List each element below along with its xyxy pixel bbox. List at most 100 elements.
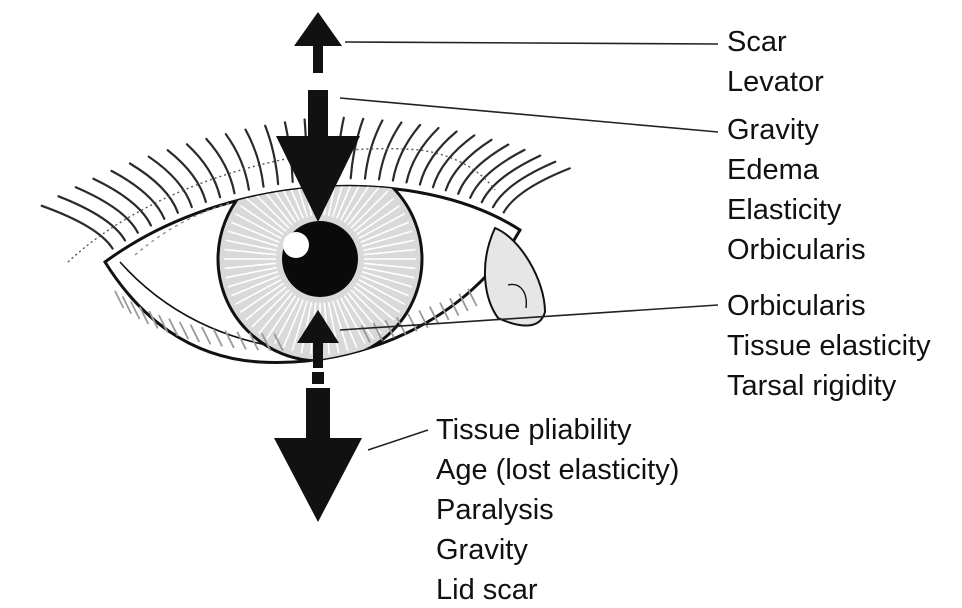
lower-lash xyxy=(248,332,259,351)
lower-lash xyxy=(372,322,383,341)
lower-lash xyxy=(179,321,189,340)
upper-lash xyxy=(363,119,384,180)
lower-lash xyxy=(158,314,169,333)
lower-lash xyxy=(261,333,272,351)
lower-lash xyxy=(130,301,141,320)
iris-ray xyxy=(350,190,389,229)
upper-lash xyxy=(166,149,207,203)
pupil-highlight xyxy=(283,232,309,258)
lower-lash xyxy=(429,306,440,325)
leader-line-upper-up xyxy=(344,41,719,45)
caruncle xyxy=(483,226,547,327)
upper-lash xyxy=(224,133,250,191)
iris-ray xyxy=(239,205,284,236)
upper-lash xyxy=(40,204,114,250)
iris-ray xyxy=(339,297,367,345)
iris-ray xyxy=(300,302,313,354)
label-gravity-lower: Gravity xyxy=(436,534,528,566)
label-orbicularis: Orbicularis xyxy=(727,234,866,266)
upper-lid-down-arrow xyxy=(276,90,360,222)
iris-ray xyxy=(336,186,358,219)
upper-lash xyxy=(457,143,510,195)
upper-lash xyxy=(502,167,571,214)
iris-ray xyxy=(266,295,297,340)
iris-ray xyxy=(332,186,349,218)
iris-ray xyxy=(245,197,287,232)
label-group-upper-lid-upward: Scar Levator xyxy=(727,22,824,102)
label-group-upper-lid-downward: Gravity Edema Elasticity Orbicularis xyxy=(727,110,866,270)
upper-lash xyxy=(377,121,403,181)
upper-lash xyxy=(431,134,476,189)
lower-lash xyxy=(168,318,179,337)
upper-lash xyxy=(92,177,152,227)
iris-ray xyxy=(258,292,293,334)
upper-lash xyxy=(264,124,280,186)
lower-lash xyxy=(224,330,235,349)
lower-lash xyxy=(407,313,418,332)
iris-ray xyxy=(291,186,308,218)
caruncle-inner xyxy=(507,283,527,309)
iris-ray xyxy=(251,289,290,328)
leader-line-lower-up xyxy=(339,304,719,331)
iris-ray xyxy=(225,266,277,279)
label-elasticity: Elasticity xyxy=(727,194,842,226)
label-scar: Scar xyxy=(727,26,787,58)
iris-ray xyxy=(251,190,290,229)
label-tarsal-rigidity: Tarsal rigidity xyxy=(727,370,897,402)
upper-lash xyxy=(491,160,557,209)
iris-ray xyxy=(356,282,401,313)
lower-lid-down-arrow xyxy=(274,372,362,522)
iris-ray xyxy=(225,239,277,252)
iris-ray xyxy=(239,282,284,313)
iris-ray xyxy=(230,275,280,297)
label-paralysis: Paralysis xyxy=(436,494,554,526)
lower-lash xyxy=(148,310,159,329)
upper-lash xyxy=(418,130,458,186)
upper-lash xyxy=(391,123,422,182)
leader-line-upper-down xyxy=(339,97,719,133)
iris-ray xyxy=(339,186,367,221)
label-levator: Levator xyxy=(727,66,824,98)
lower-lid-up-arrow xyxy=(297,310,339,368)
iris-ray xyxy=(230,221,280,243)
sclera-shading xyxy=(134,202,231,256)
iris-ray xyxy=(234,278,282,306)
upper-lash xyxy=(128,162,179,214)
iris-ray xyxy=(282,299,304,349)
upper-lash xyxy=(444,138,493,192)
iris-ray xyxy=(273,186,301,221)
iris-ray xyxy=(234,212,282,240)
label-group-lower-lid-downward: Tissue pliability Age (lost elasticity) … xyxy=(436,410,679,608)
label-group-lower-lid-upward: Orbicularis Tissue elasticity Tarsal rig… xyxy=(727,286,931,406)
upper-lash xyxy=(405,126,440,184)
lower-lash xyxy=(201,326,212,345)
lower-lash xyxy=(139,306,149,325)
upper-lash xyxy=(74,186,139,234)
lower-lash xyxy=(236,331,247,350)
lower-lash xyxy=(458,293,469,312)
iris-ray xyxy=(327,302,340,354)
upper-lash xyxy=(185,143,222,199)
iris-ray xyxy=(327,186,340,216)
iris-ray xyxy=(350,289,389,328)
upper-lash xyxy=(57,195,127,242)
label-age-lost-elasticity: Age (lost elasticity) xyxy=(436,454,680,486)
iris-ray xyxy=(353,197,395,232)
label-tissue-pliability: Tissue pliability xyxy=(436,414,632,446)
upper-lash xyxy=(147,155,193,209)
leader-line-lower-down xyxy=(367,429,429,451)
upper-lash xyxy=(205,137,236,195)
iris-ray xyxy=(356,205,401,236)
iris-ray xyxy=(227,230,279,247)
iris-ray xyxy=(360,275,410,297)
iris-ray xyxy=(363,266,415,279)
lower-lash xyxy=(273,333,284,352)
label-orbicularis-lower: Orbicularis xyxy=(727,290,866,322)
label-edema: Edema xyxy=(727,154,819,186)
lower-lash xyxy=(212,328,223,347)
iris-ray xyxy=(227,271,279,288)
iris-ray xyxy=(360,221,410,243)
iris-ray xyxy=(291,300,308,352)
